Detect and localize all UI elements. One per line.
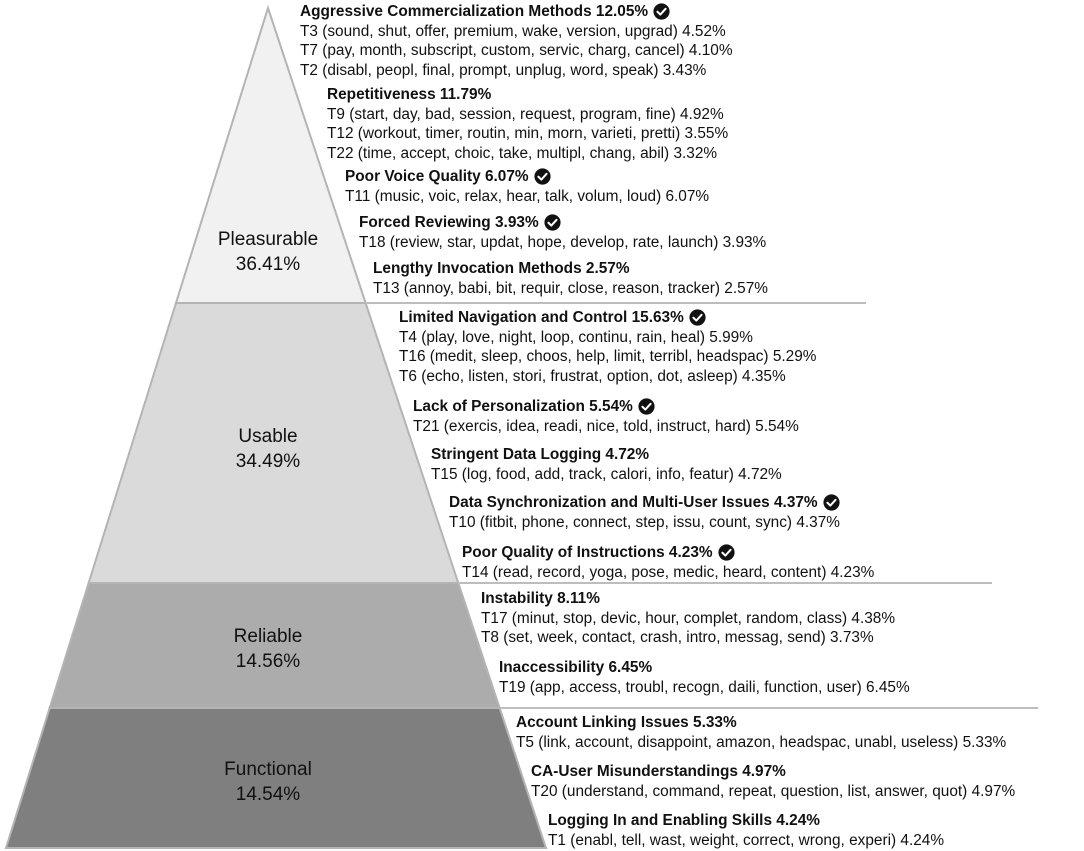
topic-line: T16 (medit, sleep, choos, help, limit, t…: [399, 348, 817, 365]
topic-line: T1 (enabl, tell, wast, weight, correct, …: [548, 831, 945, 849]
topic-line: T9 (start, day, bad, session, request, p…: [327, 105, 724, 123]
category-title-row: Poor Voice Quality 6.07%: [345, 167, 709, 187]
check-circle-icon: [718, 544, 735, 561]
topic-line: T2 (disabl, peopl, final, prompt, unplug…: [300, 61, 707, 79]
category-title: Lack of Personalization 5.54%: [413, 398, 633, 415]
topic-line: T4 (play, love, night, loop, continu, ra…: [399, 328, 753, 346]
level-percent: 34.49%: [235, 451, 301, 472]
category-block: Inaccessibility 6.45% T19 (app, access, t…: [499, 658, 910, 697]
level-name: Reliable: [233, 626, 303, 647]
level-name: Functional: [224, 759, 312, 780]
topic-line: T11 (music, voic, relax, hear, talk, vol…: [345, 187, 710, 205]
check-circle-icon: [534, 168, 551, 185]
category-block: Logging In and Enabling Skills 4.24% T1 (…: [548, 811, 944, 850]
category-title-row: Lengthy Invocation Methods 2.57%: [373, 259, 768, 279]
topic-line: T21 (exercis, idea, readi, nice, told, i…: [413, 417, 799, 435]
category-title: Aggressive Commercialization Methods 12.…: [300, 3, 649, 20]
level-label-reliable: Reliable 14.56%: [168, 624, 368, 674]
category-title: Stringent Data Logging 4.72%: [431, 446, 650, 463]
category-title: Limited Navigation and Control 15.63%: [399, 309, 684, 326]
category-title-row: Account Linking Issues 5.33%: [516, 713, 1006, 733]
category-title: Lengthy Invocation Methods 2.57%: [373, 260, 630, 277]
category-title-row: Forced Reviewing 3.93%: [359, 213, 766, 233]
check-circle-icon: [638, 398, 655, 415]
check-circle-icon: [544, 214, 561, 231]
category-block: Aggressive Commercialization Methods 12.…: [300, 2, 733, 80]
pyramid-level-functional: [4, 707, 548, 849]
category-title: Data Synchronization and Multi-User Issu…: [449, 494, 818, 511]
category-title-row: Instability 8.11%: [481, 589, 895, 609]
topic-line: T13 (annoy, babi, bit, requir, close, re…: [373, 279, 768, 297]
level-percent: 14.54%: [235, 784, 301, 805]
category-title: Poor Quality of Instructions 4.23%: [462, 544, 713, 561]
category-title-row: Poor Quality of Instructions 4.23%: [462, 543, 874, 563]
topic-line: T18 (review, star, updat, hope, develop,…: [359, 233, 767, 251]
level-name: Usable: [238, 426, 298, 447]
category-block: Instability 8.11% T17 (minut, stop, devic…: [481, 589, 895, 648]
category-title: Poor Voice Quality 6.07%: [345, 168, 529, 185]
level-percent: 36.41%: [235, 254, 301, 275]
check-circle-icon: [823, 494, 840, 511]
topic-line: T5 (link, account, disappoint, amazon, h…: [516, 733, 1007, 751]
category-block: Lack of Personalization 5.54% T21 (exerci…: [413, 397, 799, 436]
topic-line: T3 (sound, shut, offer, premium, wake, v…: [300, 22, 726, 40]
topic-line: T22 (time, accept, choic, take, multipl,…: [327, 144, 718, 162]
category-title-row: Repetitiveness 11.79%: [327, 85, 728, 105]
category-title: CA-User Misunderstandings 4.97%: [531, 763, 786, 780]
category-block: Poor Voice Quality 6.07% T11 (music, voic…: [345, 167, 709, 206]
category-title-row: Inaccessibility 6.45%: [499, 658, 910, 678]
category-block: Poor Quality of Instructions 4.23% T14 (r…: [462, 543, 874, 582]
category-title: Instability 8.11%: [481, 590, 600, 607]
category-block: Repetitiveness 11.79% T9 (start, day, bad…: [327, 85, 728, 163]
category-title-row: CA-User Misunderstandings 4.97%: [531, 762, 1015, 782]
topic-line: T15 (log, food, add, track, calori, info…: [431, 465, 782, 483]
category-block: Account Linking Issues 5.33% T5 (link, ac…: [516, 713, 1006, 752]
level-label-functional: Functional 14.54%: [168, 757, 368, 807]
level-label-usable: Usable 34.49%: [168, 424, 368, 474]
category-title-row: Logging In and Enabling Skills 4.24%: [548, 811, 944, 831]
category-title-row: Aggressive Commercialization Methods 12.…: [300, 2, 733, 22]
category-title: Forced Reviewing 3.93%: [359, 214, 539, 231]
category-block: Forced Reviewing 3.93% T18 (review, star,…: [359, 213, 766, 252]
category-block: Lengthy Invocation Methods 2.57% T13 (ann…: [373, 259, 768, 298]
topic-line: T14 (read, record, yoga, pose, medic, he…: [462, 563, 875, 581]
level-label-pleasurable: Pleasurable 36.41%: [168, 227, 368, 277]
category-block: Stringent Data Logging 4.72% T15 (log, fo…: [431, 445, 782, 484]
level-percent: 14.56%: [235, 651, 301, 672]
topic-line: T19 (app, access, troubl, recogn, daili,…: [499, 678, 910, 696]
category-title-row: Stringent Data Logging 4.72%: [431, 445, 782, 465]
topic-line: T8 (set, week, contact, crash, intro, me…: [481, 629, 874, 646]
category-title-row: Limited Navigation and Control 15.63%: [399, 308, 816, 328]
topic-line: T7 (pay, month, subscript, custom, servi…: [300, 42, 733, 59]
check-circle-icon: [689, 309, 706, 326]
category-block: CA-User Misunderstandings 4.97% T20 (unde…: [531, 762, 1015, 801]
category-block: Limited Navigation and Control 15.63% T4 …: [399, 308, 816, 386]
category-title: Repetitiveness 11.79%: [327, 86, 492, 103]
topic-line: T12 (workout, timer, routin, min, morn, …: [327, 125, 729, 142]
topic-line: T10 (fitbit, phone, connect, step, issu,…: [449, 513, 840, 531]
category-title: Logging In and Enabling Skills 4.24%: [548, 812, 820, 829]
topic-line: T20 (understand, command, repeat, questi…: [531, 782, 1016, 800]
category-title-row: Lack of Personalization 5.54%: [413, 397, 799, 417]
level-name: Pleasurable: [217, 229, 319, 250]
category-title-row: Data Synchronization and Multi-User Issu…: [449, 493, 840, 513]
check-circle-icon: [653, 3, 670, 20]
category-block: Data Synchronization and Multi-User Issu…: [449, 493, 840, 532]
category-title: Account Linking Issues 5.33%: [516, 714, 737, 731]
category-title: Inaccessibility 6.45%: [499, 659, 653, 676]
topic-line: T6 (echo, listen, stori, frustrat, optio…: [399, 367, 786, 385]
topic-line: T17 (minut, stop, devic, hour, complet, …: [481, 609, 896, 627]
